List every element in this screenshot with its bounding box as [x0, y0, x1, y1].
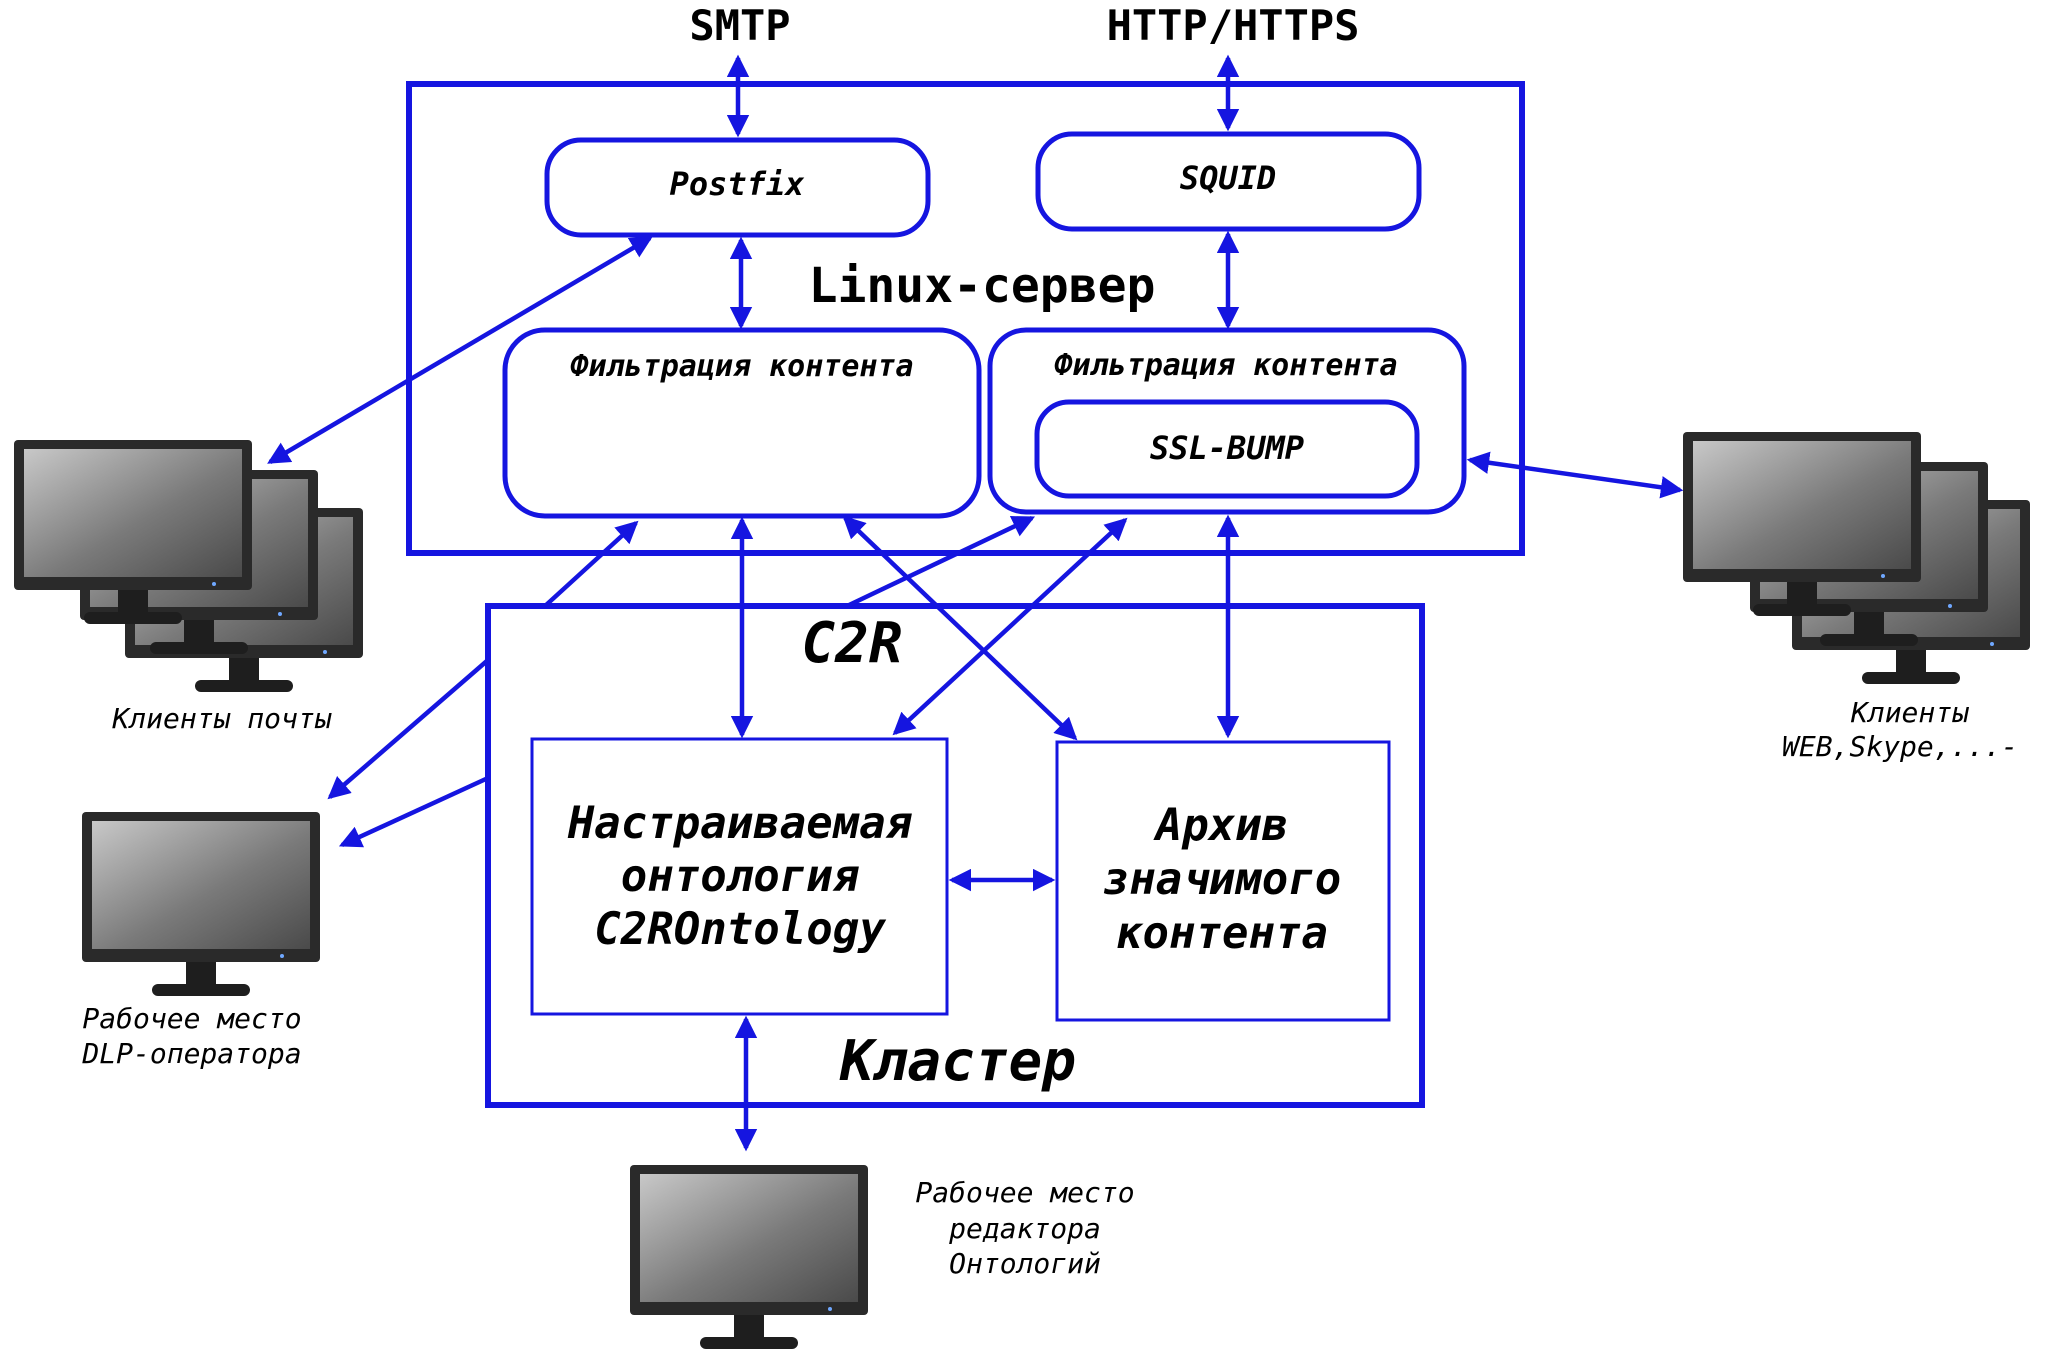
arrow-ssl-web-clients [1466, 451, 1684, 499]
archive-box [1055, 740, 1391, 1022]
mail-clients-group [14, 440, 363, 692]
linux-server-box [406, 81, 1525, 556]
arrow-filter-to-dlp-a [543, 520, 639, 608]
http-label: HTTP/HTTPS [1107, 1, 1360, 50]
archive-line-3: контента [1116, 908, 1328, 959]
squid-label: SQUID [1180, 159, 1276, 197]
archive-line-2: значимого [1103, 854, 1341, 905]
ontology-line-3: C2ROntology [594, 904, 886, 955]
filter-right-label: Фильтрация контента [1054, 348, 1397, 383]
ssl-bump-box [1034, 399, 1420, 499]
monitor-icon [630, 1165, 868, 1349]
dlp-line-1: Рабочее место [82, 1002, 301, 1035]
dlp-line-2: DLP-оператора [81, 1037, 301, 1070]
arrow-postfix-mail-clients [267, 236, 653, 464]
ontology-line-2: онтология [621, 851, 860, 902]
filter-right-box [987, 327, 1467, 515]
connection-arrows [267, 54, 1684, 1152]
arrow-to-dlp-b [327, 658, 490, 800]
ontology-box [530, 737, 949, 1016]
web-clients-line-1: Клиенты [1850, 696, 1969, 729]
editor-line-2: редактора [948, 1212, 1101, 1245]
editor-line-3: Онтологий [949, 1247, 1101, 1280]
web-clients-group [1683, 432, 2030, 684]
squid-box [1035, 131, 1422, 232]
ontology-line-1: Настраиваемая [567, 798, 913, 849]
postfix-label: Postfix [670, 165, 806, 203]
ssl-bump-label: SSL-BUMP [1150, 429, 1304, 467]
smtp-label: SMTP [689, 1, 790, 50]
arrow-filter-right-to-cluster [846, 515, 1036, 609]
archive-line-1: Архив [1153, 800, 1288, 851]
arrow-ssl-ontology [892, 517, 1128, 736]
linux-server-title: Linux-сервер [809, 258, 1156, 314]
cluster-title: Кластер [839, 1029, 1076, 1094]
mail-clients-label: Клиенты почты [111, 702, 331, 735]
web-clients-line-2: WEB,Skype,...- [1782, 730, 2018, 763]
arrow-to-dlp-c [338, 775, 489, 848]
editor-line-1: Рабочее место [915, 1176, 1134, 1209]
monitor-icon [82, 812, 320, 996]
filter-left-label: Фильтрация контента [570, 349, 913, 384]
c2r-label: C2R [801, 611, 902, 676]
postfix-box [544, 137, 931, 238]
